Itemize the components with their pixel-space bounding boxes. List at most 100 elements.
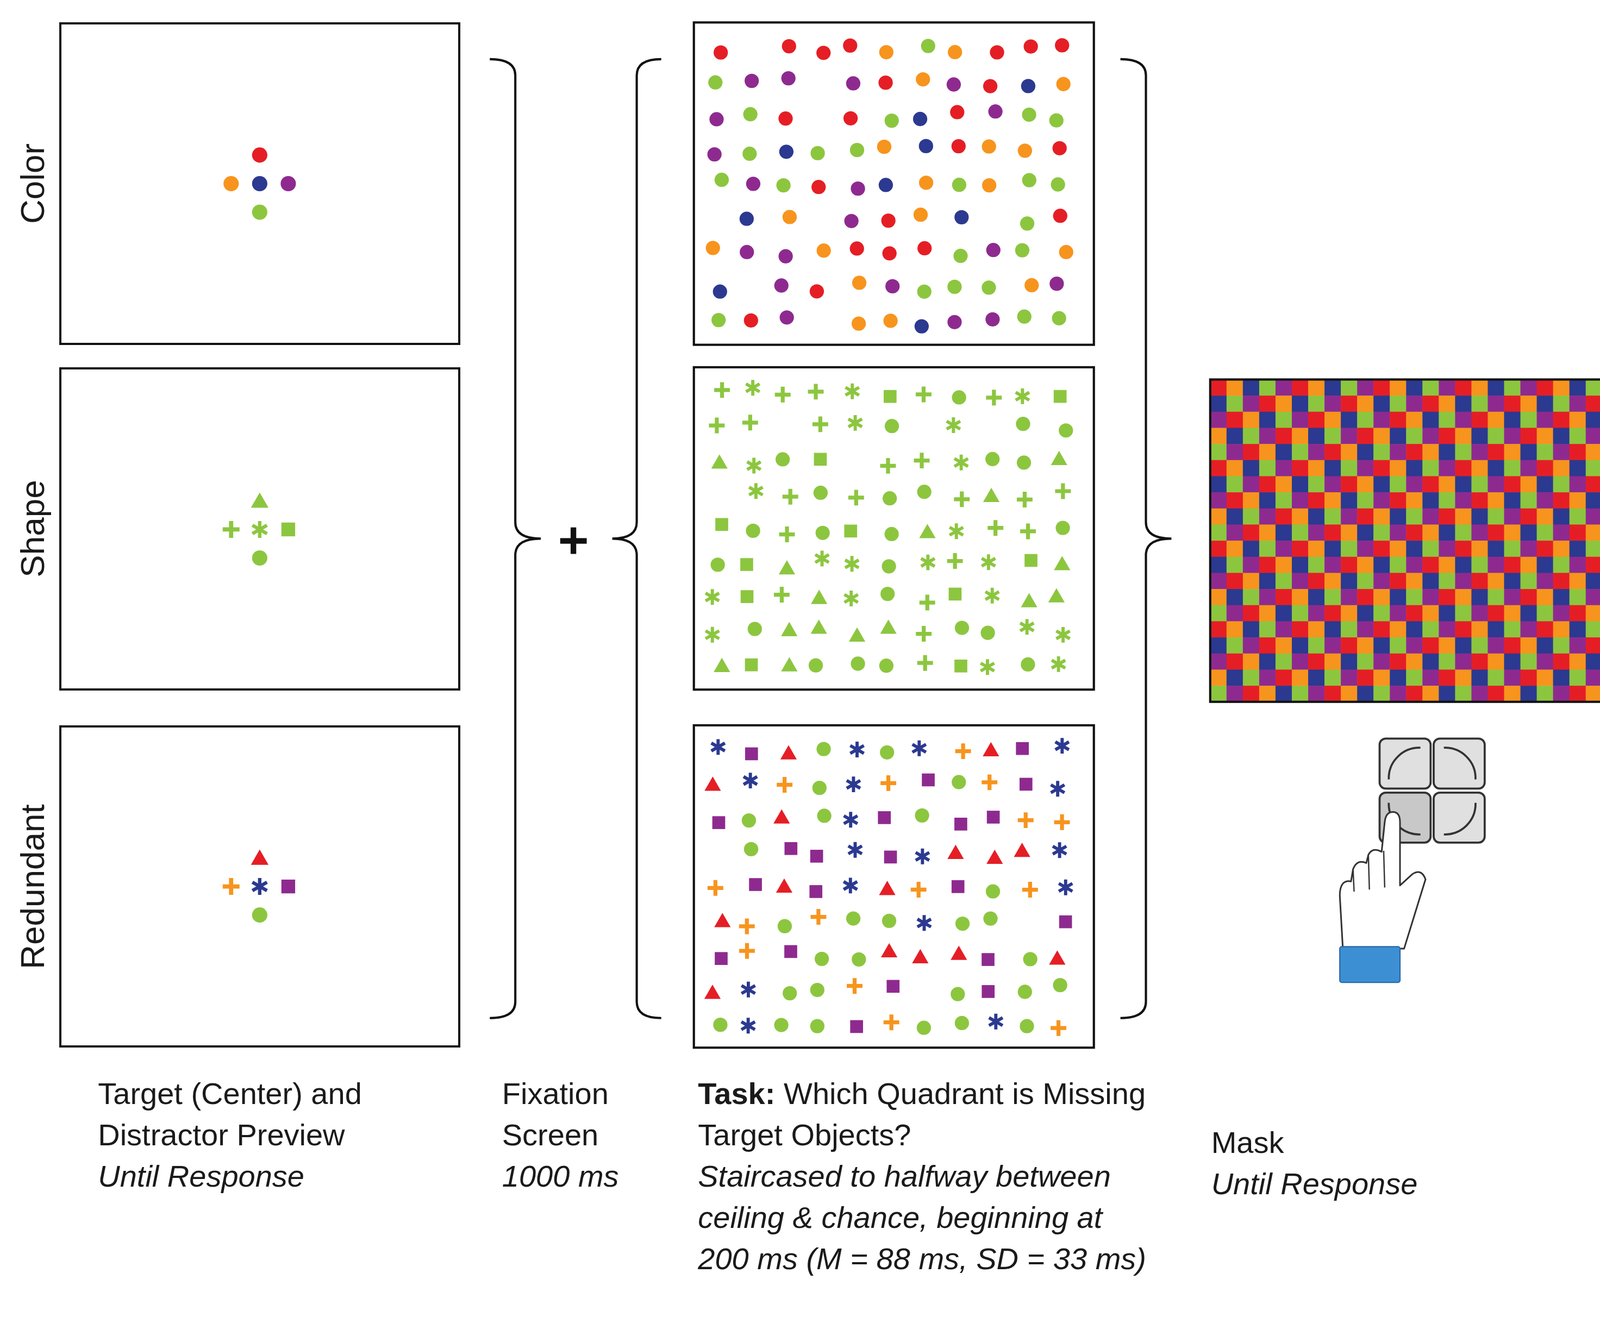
mask-cell <box>1438 444 1456 461</box>
mask-cell <box>1259 476 1277 493</box>
stimulus-symbol <box>252 147 268 163</box>
stimulus-symbol <box>911 949 929 964</box>
mask-cell <box>1438 476 1456 493</box>
mask-cell <box>1405 524 1423 541</box>
mask-cell <box>1422 637 1440 654</box>
mask-cell <box>1242 427 1260 445</box>
mask-cell <box>1553 508 1571 525</box>
stimulus-symbol <box>879 745 895 760</box>
stimulus-symbol <box>981 280 996 295</box>
mask-cell <box>1569 637 1587 654</box>
stimulus-symbol <box>1056 627 1071 643</box>
stimulus-symbol <box>810 850 824 864</box>
stimulus-symbol <box>774 278 789 293</box>
stimulus-symbol <box>954 210 969 225</box>
stimulus-symbol <box>713 284 728 299</box>
stimulus-symbol <box>1048 588 1065 603</box>
stimulus-symbol <box>775 386 791 403</box>
mask-cell <box>1324 427 1342 445</box>
preview-box: Color <box>59 22 461 345</box>
mask-cell <box>1553 589 1571 606</box>
mask-cell <box>1389 669 1407 686</box>
mask-cell <box>1340 589 1358 606</box>
stimulus-symbol <box>782 986 797 1001</box>
mask-cell <box>1585 540 1600 558</box>
mask-cell <box>1536 379 1554 396</box>
stimulus-symbol <box>281 879 296 894</box>
mask-cell <box>1569 589 1587 606</box>
stimulus-symbol <box>844 590 859 607</box>
stimulus-symbol <box>879 45 894 60</box>
mask-cell <box>1259 653 1277 671</box>
mask-cell <box>1275 492 1293 509</box>
stimulus-symbol <box>252 204 268 220</box>
stimulus-symbol <box>947 45 962 60</box>
stimulus-symbol <box>1054 814 1071 831</box>
mask-cell <box>1520 557 1538 574</box>
stimulus-symbol <box>744 313 759 328</box>
stimulus-symbol <box>851 952 866 967</box>
stimulus-symbol <box>747 622 762 637</box>
mask-cell <box>1585 685 1600 703</box>
mask-cell <box>1504 476 1522 493</box>
mask-cell <box>1324 589 1342 606</box>
stimulus-symbol <box>1022 882 1039 898</box>
mask-cell <box>1242 637 1260 654</box>
mask-cell <box>1340 557 1358 574</box>
mask-cell <box>1357 669 1374 686</box>
stimulus-symbol <box>775 452 790 467</box>
mask-cell <box>1520 379 1538 396</box>
mask-cell <box>1504 589 1522 606</box>
stimulus-symbol <box>815 526 830 541</box>
stimulus-symbol <box>708 75 723 90</box>
mask-cell <box>1422 444 1440 461</box>
mask-cell <box>1553 427 1571 445</box>
mask-cell <box>1259 685 1277 703</box>
mask-cell <box>1454 621 1472 638</box>
mask-cell <box>1357 653 1374 671</box>
stimulus-symbol <box>986 850 1003 865</box>
caption-column: Target (Center) and Distractor PreviewUn… <box>97 1073 486 1198</box>
mask-cell <box>1357 411 1374 429</box>
stimulus-symbol <box>1049 113 1064 128</box>
stimulus-symbol <box>988 104 1003 119</box>
mask-cell <box>1308 395 1325 412</box>
stimulus-symbol <box>954 817 968 831</box>
mask-cell <box>1259 411 1277 429</box>
stimulus-symbol <box>1023 39 1039 54</box>
stimulus-symbol <box>816 741 831 756</box>
mask-cell <box>1422 379 1440 396</box>
stimulus-symbol <box>846 911 861 926</box>
mask-cell <box>1226 605 1244 622</box>
mask-cell <box>1536 637 1554 654</box>
mask-cell <box>1487 621 1505 638</box>
stimulus-symbol <box>946 417 961 434</box>
mask-cell <box>1405 637 1423 654</box>
preview-box: Shape <box>59 367 461 691</box>
stimulus-symbol <box>843 111 858 126</box>
mask-cell <box>1405 669 1423 686</box>
mask-cell <box>1454 460 1472 477</box>
mask-cell <box>1373 589 1391 606</box>
mask-cell <box>1259 524 1277 541</box>
mask-cell <box>1275 444 1293 461</box>
mask-cell <box>1357 621 1374 638</box>
stimulus-symbol <box>954 1016 970 1031</box>
stimulus-symbol <box>713 1017 728 1033</box>
mask-cell <box>1438 605 1456 622</box>
stimulus-symbol <box>711 739 725 755</box>
mask-cell <box>1340 460 1358 477</box>
mask-cell <box>1553 524 1571 541</box>
mask-cell <box>1504 685 1522 703</box>
stimulus-symbol <box>1024 278 1039 293</box>
mask-cell <box>1438 540 1456 558</box>
stimulus-symbol <box>985 588 999 604</box>
mask-cell <box>1536 605 1554 622</box>
mask-cell <box>1585 460 1600 477</box>
mask-cell <box>1308 492 1325 509</box>
stimulus-symbol <box>1056 77 1071 92</box>
mask-cell <box>1291 669 1309 686</box>
mask-cell <box>1242 460 1260 477</box>
condition-label: Color <box>13 143 52 224</box>
timing-note: Until Response <box>1211 1163 1598 1205</box>
